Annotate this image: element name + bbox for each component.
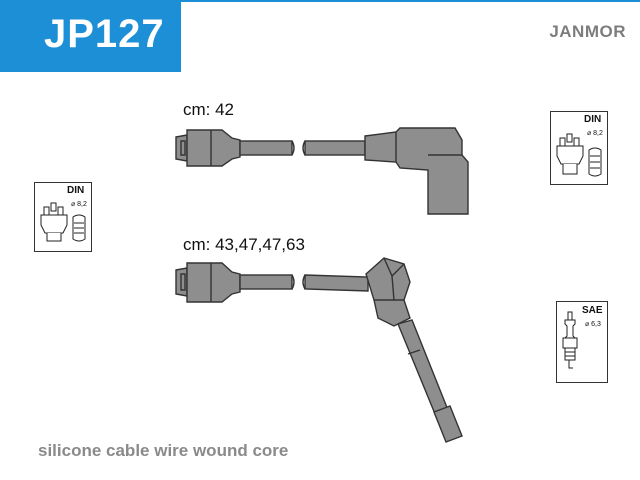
- cable-2-wire-right: [304, 274, 369, 292]
- cable-1-wire-right: [304, 140, 366, 156]
- cable-2-wire-left: [239, 274, 293, 290]
- spark-plug-sae-badge: SAE ⌀ 6,3: [556, 301, 608, 383]
- cable-2-terminal-left: [175, 267, 188, 297]
- badge-standard: SAE: [582, 305, 603, 316]
- spark-plug-icon: [562, 311, 578, 369]
- cable-1-terminal-left: [175, 134, 188, 162]
- distributor-din-badge: DIN ⌀ 8,2: [34, 182, 92, 252]
- coil-din-badge: DIN ⌀ 8,2: [550, 111, 608, 185]
- cable-2-coil-boot-tip: [433, 405, 463, 443]
- brand-name: JANMOR: [549, 22, 626, 41]
- cable-2-boot-left: [186, 262, 241, 303]
- cable-2-lengths: cm: 43,47,47,63: [183, 235, 305, 254]
- distributor-cap-icon: [40, 202, 86, 242]
- badge-standard: DIN: [67, 185, 85, 196]
- badge-standard: DIN: [584, 114, 602, 125]
- badge-diameter: ⌀ 8,2: [587, 130, 603, 137]
- part-number-banner: JP127: [0, 0, 181, 72]
- cable-2-coil-boot-head: [365, 257, 411, 327]
- cable-2: [175, 257, 463, 443]
- cable-1-wire-left: [239, 140, 293, 156]
- cable-1-boot-left: [186, 129, 241, 167]
- badge-diameter: ⌀ 8,2: [71, 201, 87, 208]
- cable-1: [175, 127, 469, 215]
- distributor-cap-icon: [556, 133, 602, 177]
- cable-description: silicone cable wire wound core: [38, 441, 289, 460]
- header-rule: [181, 0, 640, 2]
- part-number: JP127: [44, 12, 165, 56]
- cable-1-lengths: cm: 42: [183, 100, 235, 119]
- badge-diameter: ⌀ 6,3: [585, 321, 601, 328]
- cable-1-boot-right: [364, 127, 469, 215]
